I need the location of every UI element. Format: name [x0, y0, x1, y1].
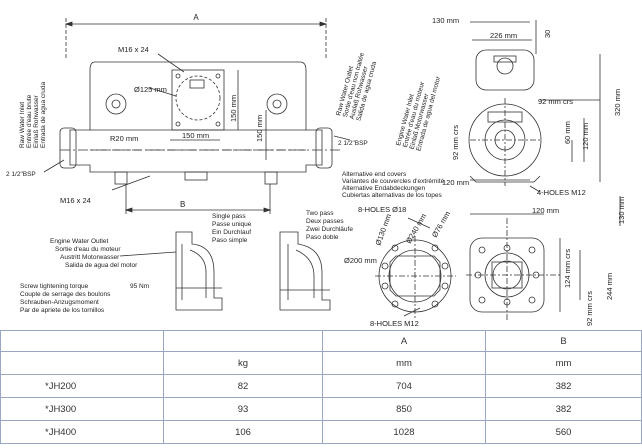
holes-18-label: 8-HOLES Ø18 [358, 205, 406, 214]
end-covers-title-4: Cubiertas alternativas de los topes [342, 192, 442, 199]
raw-water-inlet-1: Raw Water Inlet [19, 102, 26, 148]
b-cell: 560 [485, 420, 642, 444]
table-header-row: A B [0, 330, 642, 352]
dim-30: 30 [543, 30, 552, 38]
engine-water-outlet-1: Engine Water Outlet [50, 238, 108, 245]
r20-label: R20 mm [110, 134, 138, 143]
torque-3: Schrauben-Anzugsmoment [20, 299, 99, 306]
a-cell: 850 [322, 397, 486, 421]
raw-water-inlet-4: Entrada de agua cruda [40, 81, 47, 148]
weight-cell: 106 [163, 420, 323, 444]
model-cell: *JH400 [0, 420, 164, 444]
model-cell: *JH200 [0, 374, 164, 398]
table-row: *JH400 106 1028 560 [0, 420, 642, 444]
a-cell: 704 [322, 374, 486, 398]
end-covers-title-1: Alternative end covers [342, 171, 407, 178]
torque-1: Screw tightening torque [20, 283, 89, 290]
dim-b-label: B [180, 200, 185, 209]
main-heat-exchanger-view: A B 150 mm 150 mm [6, 13, 442, 214]
dim-320: 320 mm [613, 89, 622, 116]
unit-cell-model [0, 351, 164, 375]
bsp-right-label: 2 1/2"BSP [338, 140, 368, 147]
torque-4: Par de apriete de los tornillos [20, 307, 105, 314]
two-pass-3: Zwei Durchläufe [306, 226, 353, 233]
dia200-label: Ø200 mm [344, 256, 377, 265]
engine-water-outlet-2: Sortie d'eau du moteur [55, 246, 121, 253]
dia130-label: Ø130 mm [373, 213, 393, 247]
flange-dim-92-crs: 92 mm crs [585, 291, 594, 326]
m16-label-bottom: M16 x 24 [60, 196, 91, 205]
table-row: *JH300 93 850 382 [0, 397, 642, 421]
end-covers-section: Alternative end covers Variantes de couv… [20, 171, 445, 314]
bsp-left-label: 2 1/2"BSP [6, 171, 36, 178]
unit-cell-kg: kg [163, 351, 323, 375]
dim-a-label: A [193, 13, 199, 22]
unit-cell-b: mm [485, 351, 642, 375]
model-cell: *JH300 [0, 397, 164, 421]
two-pass-2: Deux passes [306, 218, 344, 225]
unit-cell-a: mm [322, 351, 486, 375]
dim-150-vertical-2: 150 mm [255, 115, 264, 142]
dia125-label: Ø125 mm [134, 85, 167, 94]
dim-120-vertical: 120 mm [581, 123, 590, 150]
header-cell-a: A [322, 330, 486, 352]
single-pass-2: Passe unique [212, 221, 252, 228]
engine-water-outlet-3: Austritt Motorwasser [60, 254, 120, 261]
single-pass-4: Paso simple [212, 237, 248, 244]
side-holes-m12: 4-HOLES M12 [537, 188, 586, 197]
flange-holes-m12: 8-HOLES M12 [370, 319, 419, 328]
flange-dim-120: 120 mm [532, 206, 559, 215]
b-cell: 382 [485, 397, 642, 421]
header-cell-b: B [485, 330, 642, 352]
dim-150-vertical-1: 150 mm [229, 95, 238, 122]
header-cell-model [0, 330, 164, 352]
header-cell-weight [163, 330, 323, 352]
m16-label-top: M16 x 24 [118, 45, 149, 54]
two-pass-4: Paso doble [306, 234, 339, 241]
dim-92-crs-vertical: 92 mm crs [451, 125, 460, 160]
dim-130-top: 130 mm [432, 16, 459, 25]
table-units-row: kg mm mm [0, 351, 642, 375]
flange-views: 8-HOLES Ø18 Ø130 mm Ø240 mm Ø76 mm Ø200 … [344, 196, 626, 328]
a-cell: 1028 [322, 420, 486, 444]
dim-226: 226 mm [490, 31, 517, 40]
end-covers-title-3: Alternative Endabdeckungen [342, 185, 426, 192]
two-pass-1: Two pass [306, 210, 334, 217]
engine-water-outlet-4: Salida de agua del motor [65, 262, 138, 269]
b-cell: 382 [485, 374, 642, 398]
weight-cell: 82 [163, 374, 323, 398]
torque-value: 95 Nm [130, 283, 149, 290]
end-covers-title-2: Variantes de couvercles d'extrémité [342, 178, 445, 185]
single-pass-1: Single pass [212, 213, 246, 220]
single-pass-3: Ein Durchlauf [212, 229, 251, 236]
raw-water-inlet-3: Einlaß Rohwasser [33, 94, 40, 148]
flange-dim-130: 130 mm [617, 197, 626, 224]
table-row: *JH200 82 704 382 [0, 374, 642, 398]
technical-drawing: A B 150 mm 150 mm [6, 13, 626, 328]
raw-water-inlet-2: Entrée d'eau brute [26, 94, 33, 148]
flange-dim-244: 244 mm [605, 273, 614, 300]
torque-2: Couple de serrage des boulons [20, 291, 111, 298]
dim-150-horizontal: 150 mm [182, 131, 209, 140]
side-view: 130 mm 226 mm 30 92 mm crs 60 mm 120 mm … [432, 16, 622, 197]
weight-cell: 93 [163, 397, 323, 421]
dim-92-crs: 92 mm crs [538, 97, 573, 106]
specs-table: A B kg mm mm *JH200 82 704 382 *JH300 93… [0, 330, 642, 444]
dim-120-horizontal: 120 mm [442, 178, 469, 187]
dia76-label: Ø76 mm [430, 210, 452, 239]
flange-dim-124-crs: 124 mm crs [563, 249, 572, 288]
dim-60: 60 mm [563, 121, 572, 144]
